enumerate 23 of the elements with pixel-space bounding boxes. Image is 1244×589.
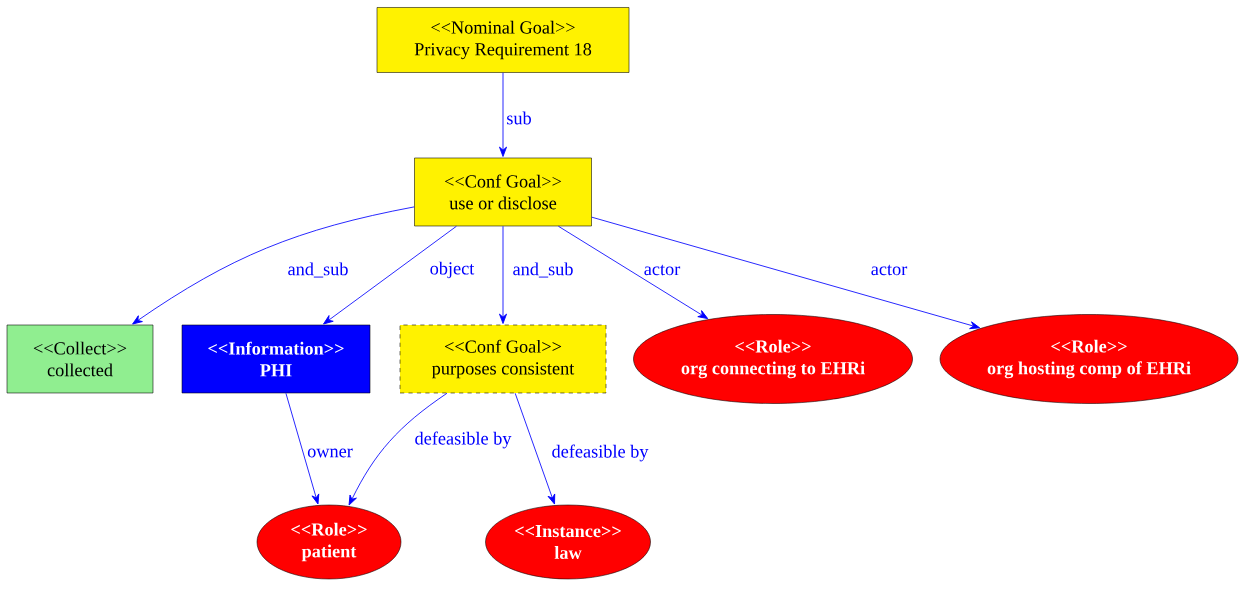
information-box: <<Information>> PHI bbox=[181, 324, 371, 394]
arrow bbox=[591, 216, 981, 330]
arrow bbox=[499, 72, 507, 157]
arrow bbox=[285, 392, 320, 505]
arrow bbox=[558, 225, 709, 320]
collect-box: <<Collect>> collected bbox=[6, 324, 154, 394]
edge-label: sub bbox=[504, 110, 534, 126]
goal-box: <<Nominal Goal>> Privacy Requirement 18 bbox=[376, 7, 630, 73]
arrow bbox=[499, 225, 507, 324]
edge-label: and_sub bbox=[286, 261, 350, 279]
arrow bbox=[348, 392, 448, 506]
goal-box: <<Conf Goal>> purposes consistent bbox=[399, 324, 607, 394]
edge-label: defeasible by bbox=[550, 443, 650, 463]
arrow bbox=[323, 225, 457, 325]
edge-label: and_sub bbox=[511, 261, 575, 279]
edge-label: defeasible by bbox=[413, 430, 513, 450]
edge-label: object bbox=[428, 260, 476, 280]
edge-label: owner bbox=[305, 447, 355, 459]
arrow bbox=[132, 206, 415, 325]
arrow bbox=[514, 392, 556, 505]
edge-label: actor bbox=[642, 263, 682, 277]
edge-label: actor bbox=[869, 263, 909, 277]
goal-box: <<Conf Goal>> use or disclose bbox=[414, 157, 592, 227]
